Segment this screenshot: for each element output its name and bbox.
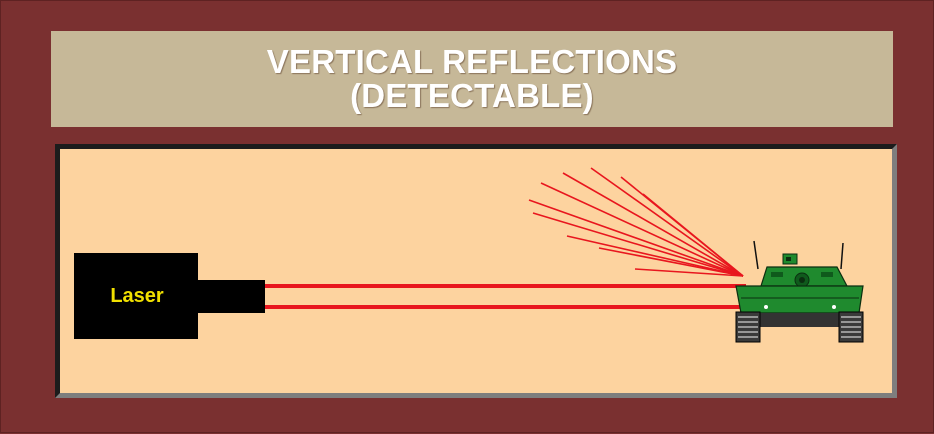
- reflection-ray: [634, 268, 744, 277]
- tank-headlight: [764, 305, 768, 309]
- laser-beams: [265, 284, 746, 309]
- laser-body: [74, 253, 198, 339]
- reflection-ray: [598, 247, 744, 277]
- reflection-ray: [532, 212, 744, 277]
- tank-icon: [735, 240, 864, 343]
- antenna-left: [753, 240, 759, 270]
- tank-hull: [735, 285, 864, 314]
- laser-device: Laser: [74, 253, 265, 339]
- antenna-right: [840, 242, 844, 270]
- reflection-ray: [562, 172, 744, 277]
- reflection-ray: [540, 182, 744, 277]
- reflection-ray: [566, 235, 744, 277]
- tank-lower-hull: [756, 313, 843, 327]
- reflection-ray: [528, 199, 744, 277]
- reflection-rays: [528, 167, 744, 277]
- laser-nozzle: [197, 280, 265, 313]
- reflection-ray: [590, 167, 744, 277]
- tank-headlight: [832, 305, 836, 309]
- title-line-1: VERTICAL REFLECTIONS: [266, 43, 678, 80]
- laser-label: Laser: [110, 285, 164, 307]
- reflection-ray: [642, 193, 744, 277]
- diagram-panel: [55, 144, 897, 398]
- title-line-2: (DETECTABLE): [350, 77, 594, 114]
- title-banner: VERTICAL REFLECTIONS (DETECTABLE): [51, 31, 893, 127]
